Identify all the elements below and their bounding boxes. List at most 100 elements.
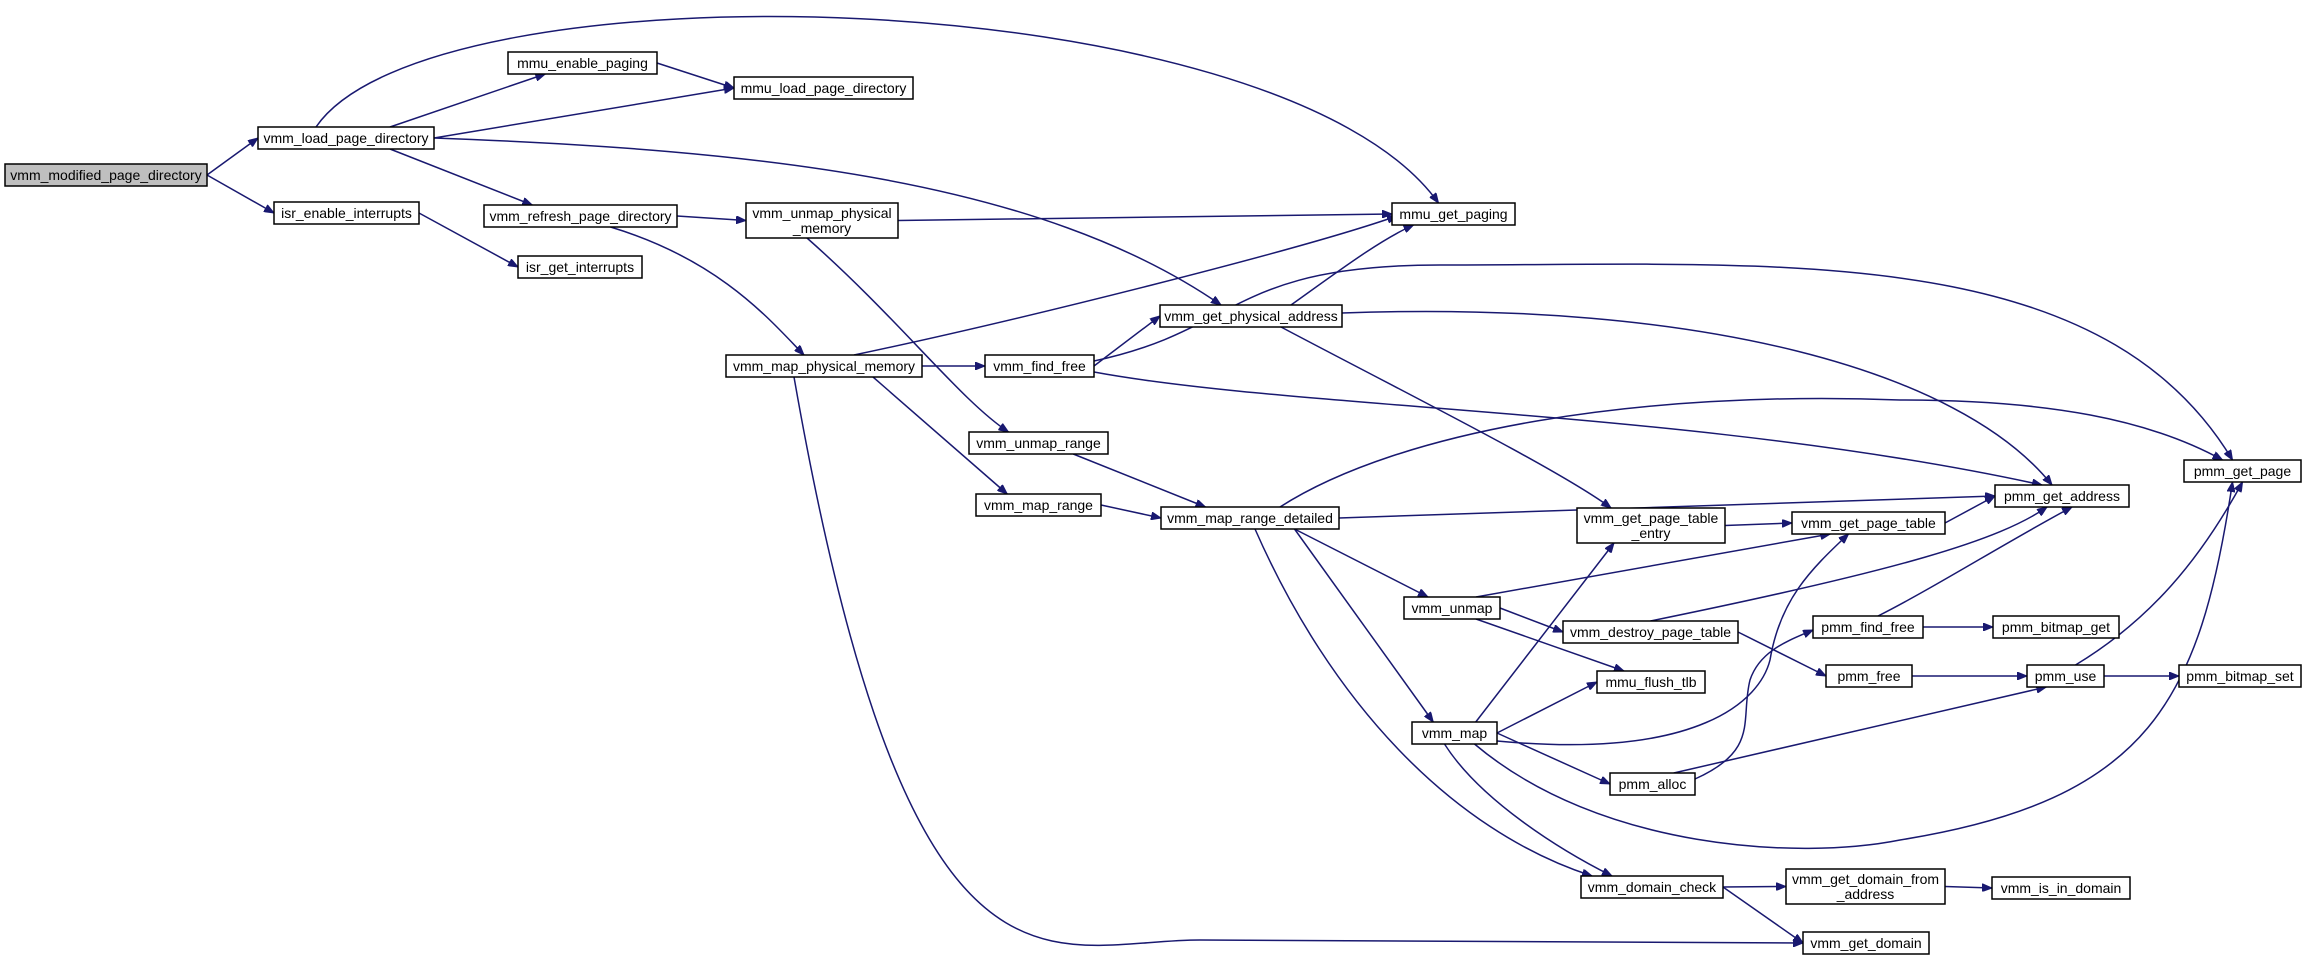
node-isr_get_interrupts[interactable]: isr_get_interrupts [517, 255, 643, 279]
node-box[interactable] [1791, 511, 1946, 535]
node-label: pmm_bitmap_set [2186, 668, 2293, 684]
node-box[interactable] [2178, 664, 2302, 688]
node-mmu_get_paging[interactable]: mmu_get_paging [1391, 202, 1516, 226]
node-vmm_unmap[interactable]: vmm_unmap [1403, 596, 1501, 620]
node-box[interactable] [984, 354, 1095, 378]
node-pmm_free[interactable]: pmm_free [1825, 664, 1913, 688]
node-label: _memory [792, 220, 851, 236]
node-box[interactable] [1609, 772, 1696, 796]
node-box[interactable] [517, 255, 643, 279]
node-box[interactable] [745, 202, 899, 239]
node-label: mmu_enable_paging [517, 55, 648, 71]
node-box[interactable] [4, 163, 208, 187]
node-mmu_flush_tlb[interactable]: mmu_flush_tlb [1596, 670, 1706, 694]
node-label: vmm_refresh_page_directory [489, 208, 671, 224]
node-vmm_get_page_table_entry[interactable]: vmm_get_page_table_entry [1576, 507, 1726, 544]
node-label: vmm_unmap [1412, 600, 1493, 616]
node-box[interactable] [507, 51, 658, 75]
node-vmm_modified_page_directory[interactable]: vmm_modified_page_directory [4, 163, 208, 187]
node-box[interactable] [2183, 459, 2302, 483]
node-vmm_domain_check[interactable]: vmm_domain_check [1580, 875, 1724, 899]
node-isr_enable_interrupts[interactable]: isr_enable_interrupts [273, 201, 420, 225]
node-mmu_enable_paging[interactable]: mmu_enable_paging [507, 51, 658, 75]
node-pmm_bitmap_set[interactable]: pmm_bitmap_set [2178, 664, 2302, 688]
node-pmm_bitmap_get[interactable]: pmm_bitmap_get [1992, 615, 2120, 639]
node-box[interactable] [1802, 931, 1930, 955]
node-mmu_load_page_directory[interactable]: mmu_load_page_directory [733, 76, 914, 100]
edge-vmm_map_range_detailed-to-pmm_get_page [1279, 397, 2223, 508]
node-box[interactable] [975, 493, 1102, 517]
node-pmm_get_address[interactable]: pmm_get_address [1994, 484, 2130, 508]
node-box[interactable] [1994, 484, 2130, 508]
edge-vmm_unmap_physical_memory-to-vmm_unmap_range [806, 237, 1009, 432]
node-label: mmu_flush_tlb [1605, 674, 1696, 690]
node-vmm_unmap_physical_memory[interactable]: vmm_unmap_physical_memory [745, 202, 899, 239]
node-label: vmm_map [1422, 725, 1488, 741]
node-box[interactable] [1992, 615, 2120, 639]
node-vmm_unmap_range[interactable]: vmm_unmap_range [968, 431, 1109, 455]
node-vmm_get_physical_address[interactable]: vmm_get_physical_address [1159, 304, 1343, 328]
edge-vmm_map-to-vmm_get_page_table_entry [1475, 543, 1614, 723]
node-box[interactable] [725, 354, 923, 378]
edge-vmm_map-to-pmm_alloc [1496, 732, 1610, 785]
node-label: vmm_unmap_physical [752, 205, 891, 221]
node-label: pmm_bitmap_get [2002, 619, 2110, 635]
node-box[interactable] [1562, 620, 1739, 644]
node-box[interactable] [1403, 596, 1501, 620]
node-vmm_get_domain_from_address[interactable]: vmm_get_domain_from_address [1785, 868, 1946, 905]
node-pmm_get_page[interactable]: pmm_get_page [2183, 459, 2302, 483]
node-vmm_destroy_page_table[interactable]: vmm_destroy_page_table [1562, 620, 1739, 644]
node-box[interactable] [1160, 506, 1340, 530]
node-vmm_map_range_detailed[interactable]: vmm_map_range_detailed [1160, 506, 1340, 530]
node-box[interactable] [1991, 876, 2131, 900]
edge-vmm_find_free-to-vmm_get_physical_address [1093, 316, 1160, 367]
edge-vmm_get_page_table_entry-to-vmm_get_page_table [1724, 523, 1792, 526]
node-label: vmm_map_physical_memory [733, 358, 915, 374]
node-label: vmm_get_physical_address [1164, 308, 1338, 324]
node-pmm_find_free[interactable]: pmm_find_free [1812, 615, 1924, 639]
node-box[interactable] [1785, 868, 1946, 905]
edge-vmm_map_range_detailed-to-vmm_unmap [1294, 528, 1429, 598]
edge-vmm_get_domain_from_address-to-vmm_is_in_domain [1944, 887, 1992, 889]
node-box[interactable] [1576, 507, 1726, 544]
edge-vmm_unmap-to-vmm_get_page_table [1475, 534, 1830, 598]
edge-vmm_map-to-mmu_flush_tlb [1496, 681, 1597, 734]
edge-vmm_refresh_page_directory-to-vmm_unmap_physical_memory [676, 215, 746, 221]
node-vmm_get_page_table[interactable]: vmm_get_page_table [1791, 511, 1946, 535]
node-label: _entry [1631, 525, 1671, 541]
node-vmm_find_free[interactable]: vmm_find_free [984, 354, 1095, 378]
node-pmm_alloc[interactable]: pmm_alloc [1609, 772, 1696, 796]
node-box[interactable] [257, 126, 435, 150]
node-box[interactable] [273, 201, 420, 225]
edge-pmm_find_free-to-pmm_get_address [1877, 506, 2072, 617]
node-box[interactable] [733, 76, 914, 100]
node-label: mmu_load_page_directory [741, 80, 907, 96]
node-box[interactable] [1411, 721, 1498, 745]
node-label: pmm_find_free [1821, 619, 1915, 635]
node-box[interactable] [1159, 304, 1343, 328]
edge-vmm_load_page_directory-to-vmm_refresh_page_directory [389, 148, 532, 206]
node-label: pmm_get_address [2004, 488, 2120, 504]
edge-vmm_map-to-vmm_get_page_table [1496, 534, 1849, 746]
node-box[interactable] [1580, 875, 1724, 899]
node-box[interactable] [1825, 664, 1913, 688]
node-box[interactable] [2026, 664, 2105, 688]
node-box[interactable] [968, 431, 1109, 455]
node-pmm_use[interactable]: pmm_use [2026, 664, 2105, 688]
node-vmm_map_range[interactable]: vmm_map_range [975, 493, 1102, 517]
node-vmm_map[interactable]: vmm_map [1411, 721, 1498, 745]
node-label: vmm_modified_page_directory [10, 167, 201, 183]
node-vmm_refresh_page_directory[interactable]: vmm_refresh_page_directory [483, 204, 678, 228]
node-box[interactable] [1391, 202, 1516, 226]
node-vmm_is_in_domain[interactable]: vmm_is_in_domain [1991, 876, 2131, 900]
node-vmm_get_domain[interactable]: vmm_get_domain [1802, 931, 1930, 955]
node-vmm_map_physical_memory[interactable]: vmm_map_physical_memory [725, 354, 923, 378]
node-box[interactable] [1812, 615, 1924, 639]
node-box[interactable] [1596, 670, 1706, 694]
node-vmm_load_page_directory[interactable]: vmm_load_page_directory [257, 126, 435, 150]
node-layer: vmm_modified_page_directory vmm_load_page… [4, 51, 2302, 955]
node-label: pmm_use [2035, 668, 2097, 684]
node-label: vmm_map_range_detailed [1167, 510, 1333, 526]
node-box[interactable] [483, 204, 678, 228]
